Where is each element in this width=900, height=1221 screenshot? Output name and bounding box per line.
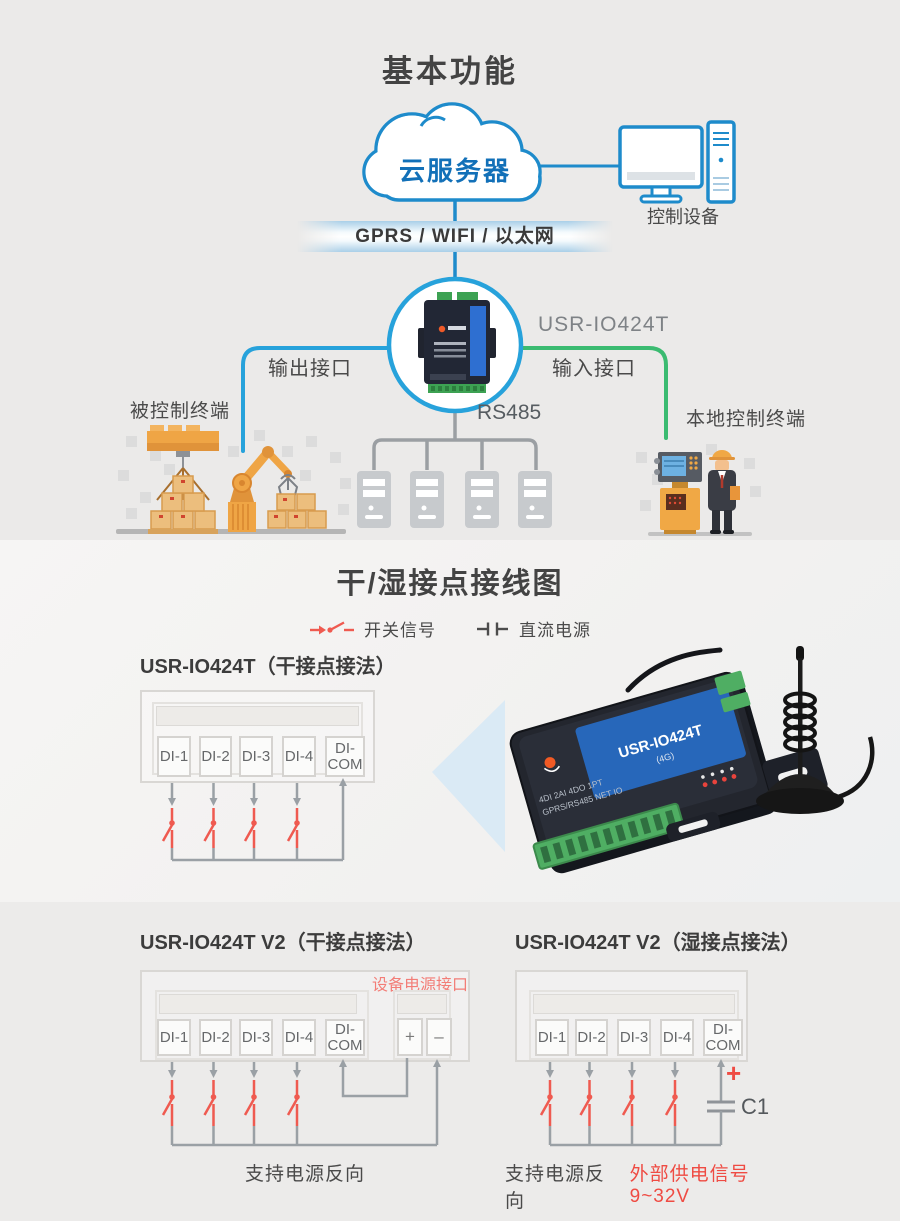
terminal-di2: DI-2 — [575, 1019, 608, 1056]
terminal-di1: DI-1 — [535, 1019, 569, 1056]
input-port-label: 输入接口 — [552, 358, 636, 380]
terminal-di3: DI-3 — [239, 1019, 273, 1056]
local-terminal-label: 本地控制终端 — [686, 409, 807, 430]
switch-signal-label: 开关信号 — [364, 621, 436, 640]
section1-title: 基本功能 — [382, 54, 518, 89]
control-device-label: 控制设备 — [647, 207, 719, 227]
strip-frame — [155, 990, 369, 1060]
terminal-strip-dry: DI-1 DI-2 DI-3 DI-4 DI- COM — [140, 690, 375, 783]
terminal-di2: DI-2 — [199, 1019, 232, 1056]
output-port-label: 输出接口 — [268, 358, 352, 380]
terminal-di2: DI-2 — [199, 736, 232, 777]
terminal-plus: + — [397, 1018, 423, 1056]
network-banner: GPRS / WIFI / 以太网 — [297, 221, 613, 252]
controlled-terminal-label: 被控制终端 — [130, 401, 231, 422]
dry-wiring-title: USR-IO424T（干接点接法） — [140, 656, 396, 678]
device-model-label: USR-IO424T — [538, 313, 670, 336]
rs485-label: RS485 — [477, 401, 542, 424]
capacitor-label: C1 — [741, 1094, 770, 1119]
plus-sign: + — [726, 1058, 742, 1088]
terminal-di3: DI-3 — [239, 736, 273, 777]
terminal-di3: DI-3 — [617, 1019, 651, 1056]
strip-top-bar — [156, 706, 359, 726]
section2-title: 干/湿接点接线图 — [336, 568, 564, 600]
power-port-label: 设备电源接口 — [372, 977, 469, 994]
v2-dry-note: 支持电源反向 — [244, 1164, 365, 1185]
terminal-di4: DI-4 — [660, 1019, 694, 1056]
switch-signal-icon — [310, 620, 354, 634]
terminal-strip-v2-wet: DI-1 DI-2 DI-3 DI-4 DI- COM — [515, 970, 748, 1062]
terminal-di1: DI-1 — [157, 736, 191, 777]
terminal-dicom: DI- COM — [703, 1019, 743, 1056]
v2-wet-title: USR-IO424T V2（湿接点接法） — [515, 932, 801, 954]
cloud-server-label: 云服务器 — [398, 156, 511, 186]
strip-top-bar — [159, 994, 357, 1014]
terminal-di4: DI-4 — [282, 736, 316, 777]
power-block-top-bar — [397, 994, 447, 1014]
terminal-di1: DI-1 — [157, 1019, 191, 1056]
v2-wet-note-red: 外部供电信号9~32V — [629, 1164, 750, 1207]
terminal-dicom: DI- COM — [325, 1019, 365, 1056]
dc-power-label: 直流电源 — [519, 621, 591, 640]
terminal-strip-v2-dry: DI-1 DI-2 DI-3 DI-4 DI- COM + – — [140, 970, 470, 1062]
v2-wet-note-dark: 支持电源反向 — [505, 1164, 606, 1212]
terminal-dicom: DI- COM — [325, 736, 365, 777]
v2-wet-note: 支持电源反向 外部供电信号9~32V — [505, 1159, 805, 1213]
wiring-legend: 开关信号 直流电源 — [0, 616, 900, 641]
terminal-minus: – — [426, 1018, 452, 1056]
dc-power-icon — [477, 622, 508, 635]
terminal-di4: DI-4 — [282, 1019, 316, 1056]
v2-dry-title: USR-IO424T V2（干接点接法） — [140, 932, 426, 954]
strip-top-bar — [533, 994, 735, 1014]
